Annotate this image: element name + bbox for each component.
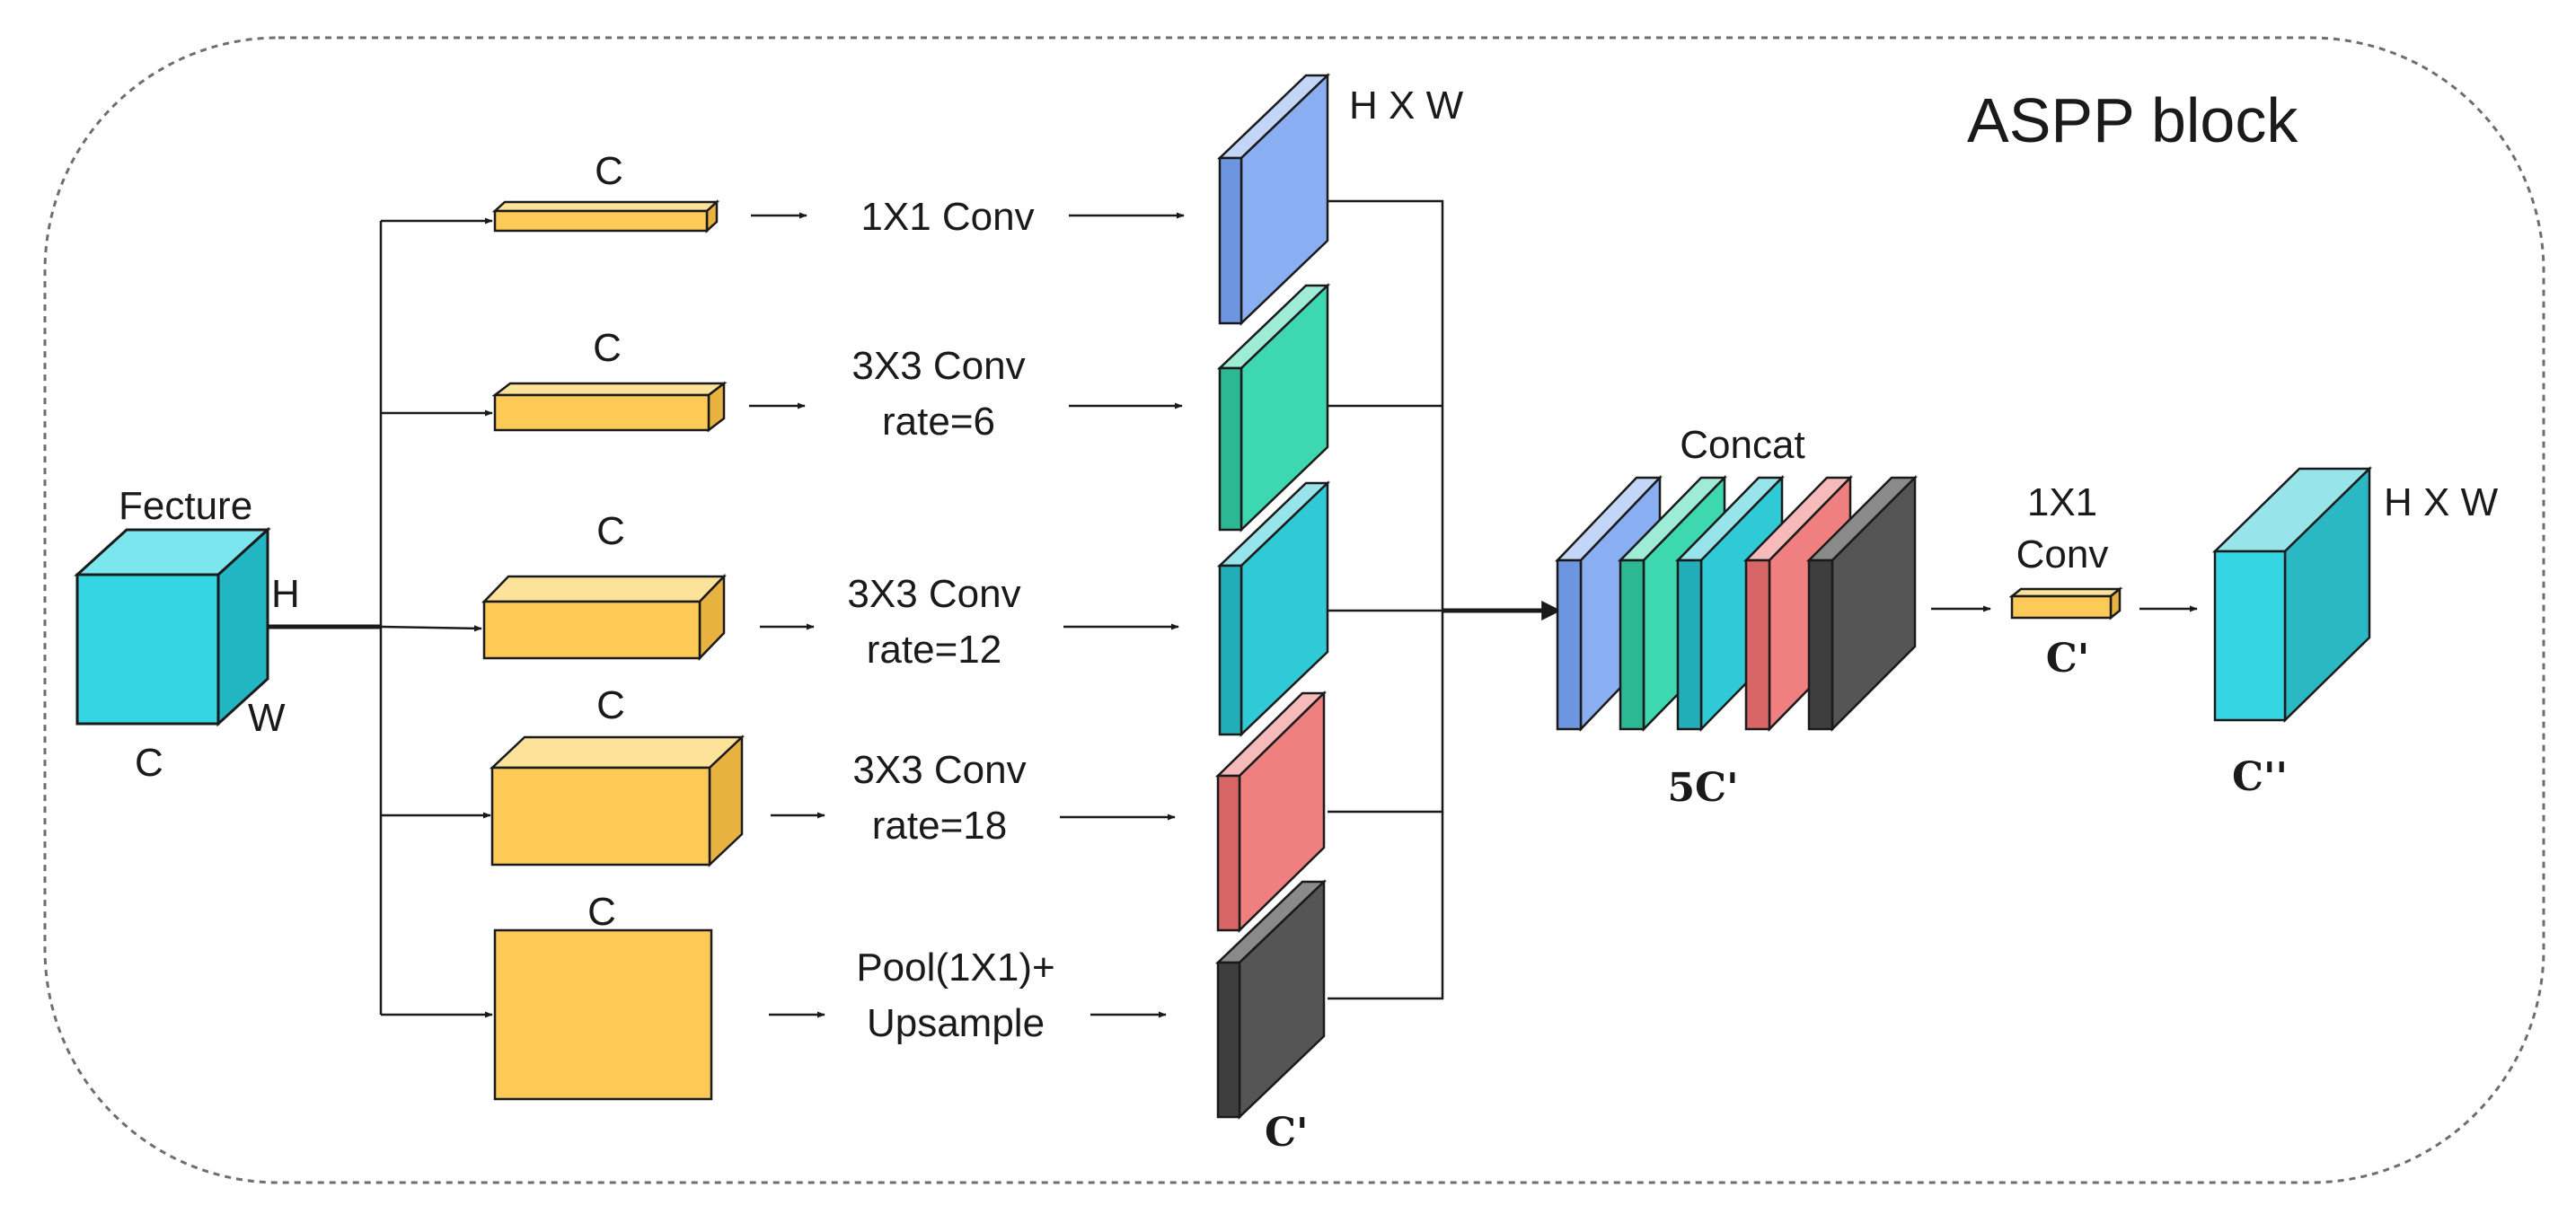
branch-2-output-map: [1216, 283, 1331, 532]
final-conv-channels-label: C': [2046, 636, 2090, 682]
concat-channels-label: 5C': [1667, 765, 1738, 811]
branch-1-channel-label: C: [595, 149, 623, 193]
final-conv-label-line1: 1X1: [2027, 480, 2097, 524]
branch-4-output-map: [1214, 691, 1328, 933]
branch-1-output-map: [1216, 73, 1331, 326]
merge-line-4: [1328, 611, 1444, 814]
branch-4-op-rate: rate=18: [872, 804, 1007, 848]
output-dims-label: H X W: [2384, 480, 2499, 524]
branch-5-feature-bar: [493, 928, 713, 1101]
concat-stack: [1555, 474, 1919, 733]
branch-1-op-label: 1X1 Conv: [860, 195, 1034, 239]
branch-2-feature-bar: [491, 381, 728, 433]
branch-4-feature-bar: [489, 735, 745, 867]
branch-5-output-map: [1214, 879, 1328, 1120]
input-feature-cube: [74, 526, 271, 727]
input-dim-h: H: [271, 572, 300, 616]
block-title: ASPP block: [1967, 85, 2298, 155]
branch-4-channel-label: C: [596, 683, 625, 727]
branch-2-op-rate: rate=6: [882, 400, 995, 444]
branch-2-op-label: 3X3 Conv: [851, 344, 1025, 388]
branch-4-op-label: 3X3 Conv: [852, 748, 1026, 792]
output-cube: [2211, 466, 2373, 723]
branch-3-op-rate: rate=12: [867, 628, 1001, 672]
branch-output-dims-label: H X W: [1349, 84, 1464, 128]
branch-3-feature-bar: [481, 573, 727, 662]
output-channels-label: C'': [2232, 754, 2288, 800]
concat-label: Concat: [1680, 423, 1804, 467]
branch-3-op-label: 3X3 Conv: [847, 572, 1020, 616]
input-label: Fecture: [119, 484, 252, 528]
branch-output-channels-label: C': [1265, 1110, 1309, 1156]
input-dim-w: W: [248, 696, 286, 740]
merge-line-5: [1328, 812, 1444, 1000]
branch-3-input-arrow: [380, 625, 482, 632]
final-conv-feature-bar: [2008, 586, 2123, 620]
input-dim-c: C: [135, 741, 163, 785]
branch-3-channel-label: C: [596, 509, 625, 553]
branch-3-output-map: [1216, 480, 1331, 737]
aspp-block-border: [43, 36, 2545, 1184]
branch-1-feature-bar: [491, 199, 720, 233]
branch-5-channel-label: C: [587, 890, 616, 934]
merge-line-1: [1328, 199, 1444, 611]
concat-map-dark: [1805, 474, 1919, 733]
branch-5-op-rate: Upsample: [867, 1001, 1045, 1045]
branch-2-channel-label: C: [593, 326, 622, 370]
branch-5-op-label: Pool(1X1)+: [856, 946, 1054, 990]
final-conv-label-line2: Conv: [2016, 532, 2109, 576]
